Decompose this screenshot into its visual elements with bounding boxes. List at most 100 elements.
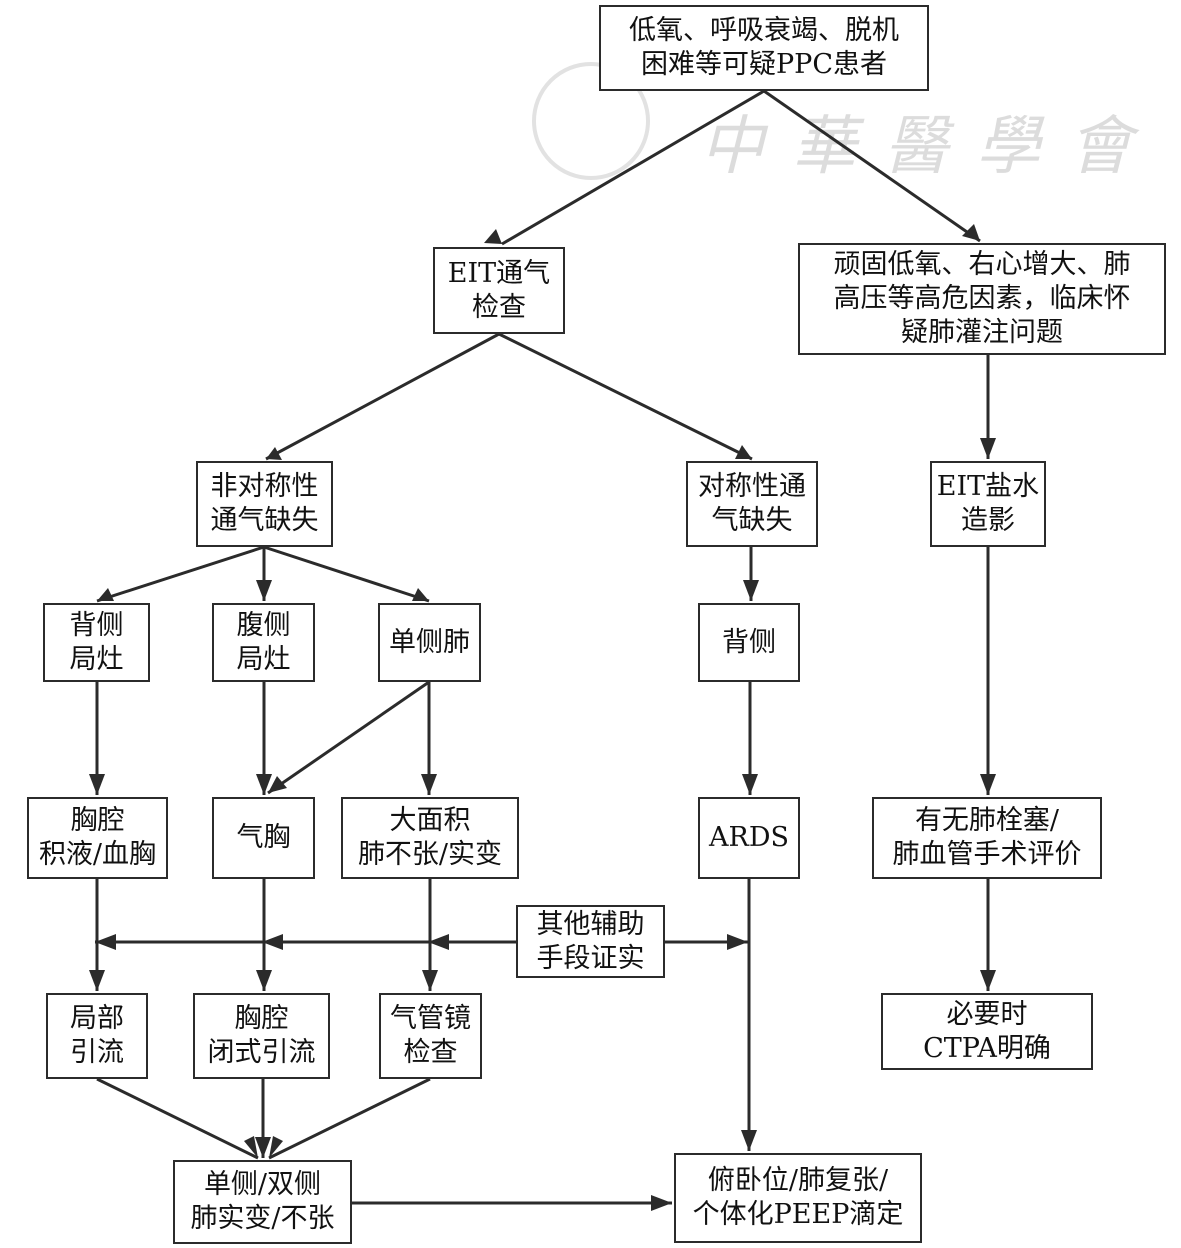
arrowhead	[428, 934, 449, 950]
arrowhead	[412, 588, 429, 601]
node-prone-recruitment-peep: 俯卧位/肺复张/ 个体化PEEP滴定	[674, 1153, 922, 1243]
node-ards: ARDS	[698, 797, 800, 879]
arrowheads	[89, 224, 996, 1211]
node-asymmetric-ventilation-loss: 非对称性 通气缺失	[196, 461, 333, 547]
node-line: 胸腔	[70, 805, 125, 836]
edge-start-perfusion	[763, 89, 981, 243]
node-line: 肺实变/不张	[190, 1203, 335, 1234]
node-line: EIT通气	[447, 257, 551, 289]
node-line: 俯卧位/肺复张/	[707, 1165, 889, 1196]
node-line: 闭式引流	[207, 1037, 316, 1068]
node-line: 背侧	[69, 609, 124, 641]
arrowhead	[962, 224, 980, 241]
arrowhead	[651, 1195, 672, 1211]
node-line: 疑肺灌注问题	[901, 317, 1063, 348]
node-line: 气胸	[236, 822, 291, 853]
node-unilateral-lung: 单侧肺	[378, 603, 481, 682]
node-eit-ventilation-exam: EIT通气 检查	[433, 247, 565, 334]
edge-asym-unilateral	[263, 545, 430, 603]
node-line: 非对称性	[210, 471, 319, 502]
arrowhead	[421, 774, 437, 795]
node-line: 肺不张/实变	[357, 839, 503, 870]
arrowhead	[484, 229, 502, 244]
arrowhead	[244, 1136, 258, 1158]
node-bronchoscopy: 气管镜 检查	[379, 993, 482, 1079]
edge-eit-sym	[498, 332, 753, 461]
arrowhead	[743, 580, 759, 601]
node-line: 手段证实	[536, 942, 645, 974]
node-ctpa: 必要时 CTPA明确	[881, 993, 1093, 1070]
node-consolidation-atelectasis: 单侧/双侧 肺实变/不张	[173, 1160, 352, 1244]
arrowhead	[742, 774, 758, 795]
node-line: 个体化PEEP滴定	[692, 1199, 904, 1230]
node-line: 检查	[472, 291, 526, 323]
node-line: 腹侧	[236, 609, 291, 641]
arrowhead	[268, 776, 287, 793]
node-line: 局部	[70, 1003, 124, 1034]
arrowhead	[89, 774, 105, 795]
arrowhead	[89, 970, 105, 991]
society-seal-watermark	[532, 62, 650, 180]
node-symmetric-ventilation-loss: 对称性通 气缺失	[686, 461, 818, 547]
society-name-watermark: 中華醫學會	[700, 110, 1160, 184]
arrowhead	[95, 934, 116, 950]
node-line: 胸腔	[234, 1003, 289, 1034]
node-pneumothorax: 气胸	[212, 797, 315, 879]
node-dorsal-focal: 背侧 局灶	[43, 603, 150, 682]
node-line: 积液/血胸	[38, 839, 157, 870]
node-line: 其他辅助	[536, 908, 645, 940]
node-line: CTPA明确	[923, 1032, 1051, 1064]
node-line: 高压等高危因素，临床怀	[833, 283, 1131, 314]
edge-local-drain-consolidation	[96, 1077, 259, 1160]
edge-start-eit	[501, 89, 765, 246]
arrowhead	[980, 438, 996, 459]
node-perfusion-suspect: 顽固低氧、右心增大、肺 高压等高危因素，临床怀 疑肺灌注问题	[798, 243, 1166, 355]
node-line: 局灶	[236, 643, 291, 675]
node-line: 低氧、呼吸衰竭、脱机	[629, 15, 899, 46]
arrowhead	[256, 774, 272, 795]
arrowhead	[269, 1136, 283, 1158]
node-line: ARDS	[709, 822, 789, 853]
node-line: 引流	[70, 1037, 124, 1068]
node-line: 背侧	[722, 626, 776, 658]
edge-bronchoscopy-consolidation	[268, 1077, 431, 1160]
arrowhead	[256, 580, 272, 601]
node-large-atelectasis-consolidation: 大面积 肺不张/实变	[341, 797, 519, 879]
node-dorsal: 背侧	[698, 603, 800, 682]
node-local-drainage: 局部 引流	[46, 993, 148, 1079]
node-other-auxiliary-confirmation: 其他辅助 手段证实	[516, 905, 665, 978]
edge-eit-asym	[265, 332, 500, 461]
edge-asym-dorsal-focal	[96, 545, 265, 603]
node-line: 肺血管手术评价	[892, 839, 1082, 870]
node-line: 气缺失	[711, 505, 793, 536]
node-line: 困难等可疑PPC患者	[641, 49, 887, 80]
arrowhead	[735, 445, 752, 459]
edge-unilateral-pneumothorax	[267, 680, 430, 795]
node-line: 通气缺失	[210, 505, 319, 536]
arrowhead	[97, 588, 114, 601]
node-line: 必要时	[946, 998, 1028, 1030]
arrowhead	[256, 970, 272, 991]
arrowhead	[980, 970, 996, 991]
node-line: 有无肺栓塞/	[914, 805, 1060, 836]
node-line: 气管镜	[390, 1003, 471, 1034]
node-line: 顽固低氧、右心增大、肺	[833, 249, 1131, 280]
node-line: 单侧/双侧	[203, 1169, 322, 1200]
arrowhead	[422, 970, 438, 991]
node-line: 大面积	[389, 805, 471, 836]
node-line: 局灶	[69, 643, 124, 675]
node-line: EIT盐水	[936, 471, 1040, 502]
arrowhead	[266, 447, 282, 460]
arrowhead	[727, 934, 748, 950]
node-ventral-focal: 腹侧 局灶	[212, 603, 315, 682]
node-line: 检查	[403, 1037, 458, 1068]
node-line: 对称性通	[698, 471, 806, 502]
arrowhead	[262, 934, 283, 950]
node-start-suspected-ppc: 低氧、呼吸衰竭、脱机 困难等可疑PPC患者	[599, 5, 929, 91]
node-line: 造影	[961, 505, 1015, 536]
node-closed-thoracic-drainage: 胸腔 闭式引流	[193, 993, 330, 1079]
node-pe-evaluation: 有无肺栓塞/ 肺血管手术评价	[872, 797, 1102, 879]
arrowhead	[741, 1130, 757, 1151]
arrowhead	[255, 1137, 271, 1158]
